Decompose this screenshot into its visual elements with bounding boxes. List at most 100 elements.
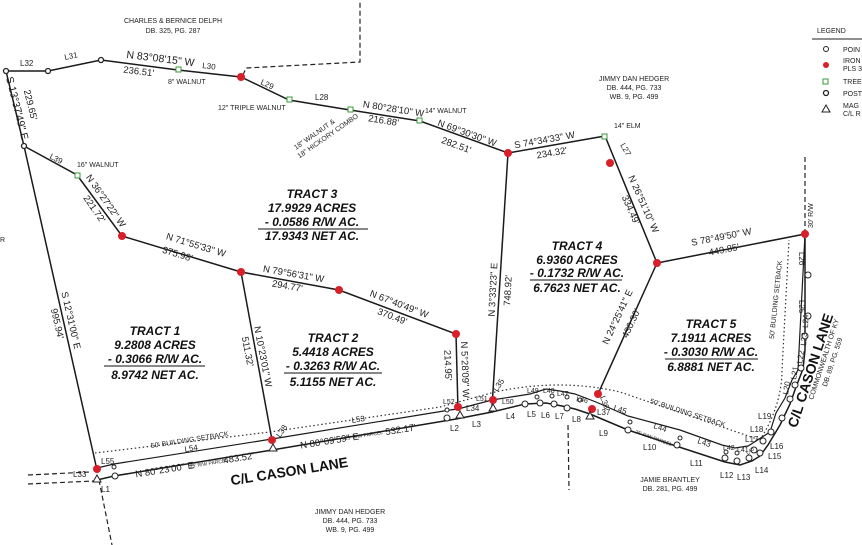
legend-label-mag: MAG bbox=[843, 103, 859, 110]
tract-1-acres: 9.2808 ACRES bbox=[114, 338, 196, 352]
point-markers bbox=[111, 271, 812, 480]
adjoiner-brantley-deed: DB. 281, PG. 499 bbox=[643, 486, 698, 493]
adjoiner-hedger-south-name: JIMMY DAN HEDGER bbox=[315, 509, 385, 516]
svg-text:214.95': 214.95' bbox=[441, 350, 453, 381]
svg-text:30' R/W: 30' R/W bbox=[808, 203, 815, 228]
adjoiner-delph-name: CHARLES & BERNICE DELPH bbox=[124, 18, 222, 25]
svg-text:L4: L4 bbox=[506, 412, 515, 421]
legend-item-iron: IRON PLS 3 bbox=[823, 58, 862, 73]
tract-3-acres: 17.9929 ACRES bbox=[268, 201, 356, 215]
tract-3-rw: - 0.0586 R/W AC. bbox=[265, 215, 359, 229]
building-setback-east bbox=[759, 239, 790, 441]
svg-text:L12: L12 bbox=[720, 471, 734, 480]
legend-item-mag: MAG C/L R bbox=[821, 103, 861, 118]
legend-label-iron-2: PLS 3 bbox=[843, 66, 862, 73]
mag-nail-markers bbox=[92, 402, 595, 483]
svg-text:L33: L33 bbox=[73, 470, 87, 479]
tract-1-2-divider bbox=[240, 271, 273, 441]
tract-5-net: 6.8881 NET AC. bbox=[667, 360, 755, 374]
svg-text:L32: L32 bbox=[20, 59, 34, 68]
call-b12: N 10°23'01" W 511.32' bbox=[239, 325, 274, 388]
svg-text:L43: L43 bbox=[696, 436, 712, 449]
legend-label-tree: TREE bbox=[843, 79, 862, 86]
tract-1-title: TRACT 1 bbox=[130, 324, 181, 338]
tract-4-rw: - 0.1732 R/W AC. bbox=[530, 266, 624, 280]
call-b5: S 74°34'33" W 234.32' bbox=[513, 130, 575, 162]
svg-text:L49: L49 bbox=[527, 388, 539, 395]
svg-text:50' BUILDING SETBACK: 50' BUILDING SETBACK bbox=[769, 260, 784, 339]
open-circle-icon bbox=[823, 46, 829, 52]
svg-text:294.77': 294.77' bbox=[271, 279, 303, 295]
call-b15: S 78°49'50" W 449.85' bbox=[690, 226, 752, 258]
svg-text:L42: L42 bbox=[723, 445, 735, 452]
svg-text:L14: L14 bbox=[755, 466, 769, 475]
red-dot-icon bbox=[823, 62, 829, 68]
legend-item-post: POST bbox=[822, 89, 862, 98]
svg-text:L8: L8 bbox=[572, 415, 581, 424]
svg-text:532.17': 532.17' bbox=[385, 422, 417, 438]
svg-text:L1: L1 bbox=[101, 485, 110, 494]
svg-text:L7: L7 bbox=[555, 412, 564, 421]
svg-text:L10: L10 bbox=[643, 443, 657, 452]
tract-3-net: 17.9343 NET AC. bbox=[265, 229, 359, 243]
call-b4: N 69°30'30" W 282.51' bbox=[436, 118, 498, 156]
svg-text:L44: L44 bbox=[652, 421, 668, 434]
tract-3-title: TRACT 3 bbox=[287, 187, 338, 201]
tract-4-5-divider bbox=[597, 262, 658, 395]
legend-label-mag-2: C/L R bbox=[843, 111, 861, 118]
tree-label-14in-elm: 14" ELM bbox=[614, 123, 641, 130]
svg-text:L15: L15 bbox=[768, 452, 782, 461]
adjoiner-hedger-south-will: WB. 9, PG. 499 bbox=[326, 527, 375, 534]
adjoiner-hedger-north-will: WB. 9, PG. 499 bbox=[610, 94, 659, 101]
adjoiner-hedger-south-deed: DB. 444, PG. 733 bbox=[323, 518, 378, 525]
adjoiner-delph-deed: DB. 325, PG. 287 bbox=[146, 28, 201, 35]
svg-text:L36: L36 bbox=[598, 395, 611, 411]
tree-label-16in-walnut: 16" WALNUT bbox=[77, 162, 119, 169]
tract-3-4-divider bbox=[491, 152, 509, 408]
tract-2-net: 5.1155 NET AC. bbox=[290, 375, 377, 389]
adjoiner-hedger-north-deed: DB. 444, PG. 733 bbox=[607, 85, 662, 92]
svg-text:N 80°23'00" E: N 80°23'00" E bbox=[135, 460, 195, 480]
tract-2-label: TRACT 2 5.4418 ACRES - 0.3263 R/W AC. 5.… bbox=[284, 331, 382, 389]
svg-text:236.51': 236.51' bbox=[123, 65, 155, 80]
svg-text:216.88': 216.88' bbox=[367, 113, 399, 129]
adjoiner-line-south bbox=[98, 479, 113, 545]
tree-label-14in-walnut: 14" WALNUT bbox=[425, 108, 467, 115]
adjoiner-line-delph bbox=[242, 0, 361, 76]
legend-label-iron: IRON bbox=[843, 58, 861, 65]
tract-1-net: 8.9742 NET AC. bbox=[111, 368, 199, 382]
tract-4-title: TRACT 4 bbox=[552, 239, 603, 253]
tree-label-walnut-hickory-combo: 18" WALNUT & 18" HICKORY COMBO bbox=[293, 113, 360, 160]
svg-text:N 3°33'23" E: N 3°33'23" E bbox=[487, 262, 501, 316]
tree-label-12in-triple-walnut: 12" TRIPLE WALNUT bbox=[218, 105, 287, 112]
svg-text:L25: L25 bbox=[797, 300, 806, 314]
svg-text:L46: L46 bbox=[576, 396, 589, 405]
tree-label-8in-walnut: 8" WALNUT bbox=[168, 79, 206, 86]
tract-5-north-boundary bbox=[656, 233, 806, 264]
svg-text:L28: L28 bbox=[315, 93, 329, 102]
svg-text:L53: L53 bbox=[351, 414, 366, 425]
svg-text:L3: L3 bbox=[472, 420, 481, 429]
adjoiner-hedger-north-name: JIMMY DAN HEDGER bbox=[599, 76, 669, 83]
svg-text:L11: L11 bbox=[690, 459, 703, 468]
svg-text:483.52': 483.52' bbox=[223, 451, 255, 467]
svg-text:L22: L22 bbox=[795, 349, 806, 364]
legend-label-post: POST bbox=[843, 91, 862, 98]
svg-text:L16: L16 bbox=[770, 442, 784, 451]
tract-5-acres: 7.1911 ACRES bbox=[671, 331, 752, 345]
tract-4-acres: 6.9360 ACRES bbox=[536, 253, 618, 267]
legend-label-point: POIN bbox=[843, 47, 860, 54]
svg-text:L31: L31 bbox=[64, 50, 79, 62]
adjoiner-line-west bbox=[27, 471, 95, 485]
svg-text:L54: L54 bbox=[184, 443, 199, 454]
adjoiner-west-fragment: R bbox=[0, 237, 5, 244]
svg-text:L27: L27 bbox=[618, 142, 633, 159]
tract-4-label: TRACT 4 6.9360 ACRES - 0.1732 R/W AC. 6.… bbox=[530, 239, 624, 295]
svg-text:234.32': 234.32' bbox=[536, 145, 568, 161]
svg-text:L52: L52 bbox=[443, 399, 455, 406]
row-30ft-label: 30' R/W bbox=[808, 203, 815, 228]
svg-text:L37: L37 bbox=[597, 408, 611, 417]
svg-text:N 5°28'09" W: N 5°28'09" W bbox=[458, 341, 471, 398]
